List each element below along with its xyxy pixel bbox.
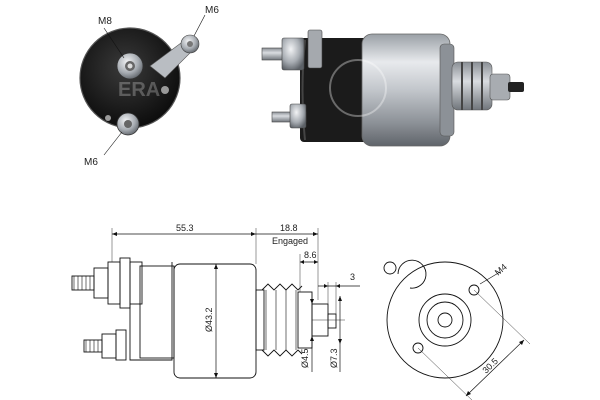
m6-top-label: M6 bbox=[205, 5, 219, 16]
mount-hole-top bbox=[468, 284, 480, 296]
dim-shaft-diameter: Ø4.5 bbox=[300, 348, 310, 368]
plunger bbox=[489, 73, 511, 101]
dim-stroke-note: Engaged bbox=[272, 236, 308, 246]
dim-stroke: 18.8 bbox=[280, 223, 298, 233]
m8-label: M8 bbox=[98, 16, 112, 27]
drawing-end-outer bbox=[386, 261, 504, 379]
m6-bottom-label: M6 bbox=[84, 157, 98, 168]
mount-hole-bottom bbox=[412, 342, 424, 354]
dim-plunger-offset: 8.6 bbox=[304, 250, 317, 260]
solenoid-body bbox=[361, 33, 451, 147]
m6-bottom-leader bbox=[103, 131, 123, 156]
side-view-drawing bbox=[71, 257, 345, 379]
dimensions: 55.3 18.8 Engaged 8.6 3 Ø43.2 Ø4.5 Ø7.3 bbox=[111, 223, 360, 378]
end-view-photo: ERA bbox=[79, 27, 200, 136]
end-view-drawing: M4 30.5 bbox=[383, 259, 531, 400]
plunger-tip bbox=[508, 82, 524, 92]
dim-small-gap: 3 bbox=[350, 272, 355, 282]
drawing-body bbox=[173, 263, 257, 379]
watermark: ERA bbox=[118, 79, 160, 101]
m8-leader bbox=[103, 27, 125, 59]
dim-body-diameter: Ø43.2 bbox=[204, 307, 214, 332]
dim-body-length: 55.3 bbox=[176, 223, 194, 233]
side-view-photo bbox=[261, 29, 524, 147]
dim-mount-spacing: 30.5 bbox=[480, 356, 500, 375]
m6-top-leader bbox=[193, 14, 206, 37]
dim-tip-diameter: Ø7.3 bbox=[329, 348, 339, 368]
